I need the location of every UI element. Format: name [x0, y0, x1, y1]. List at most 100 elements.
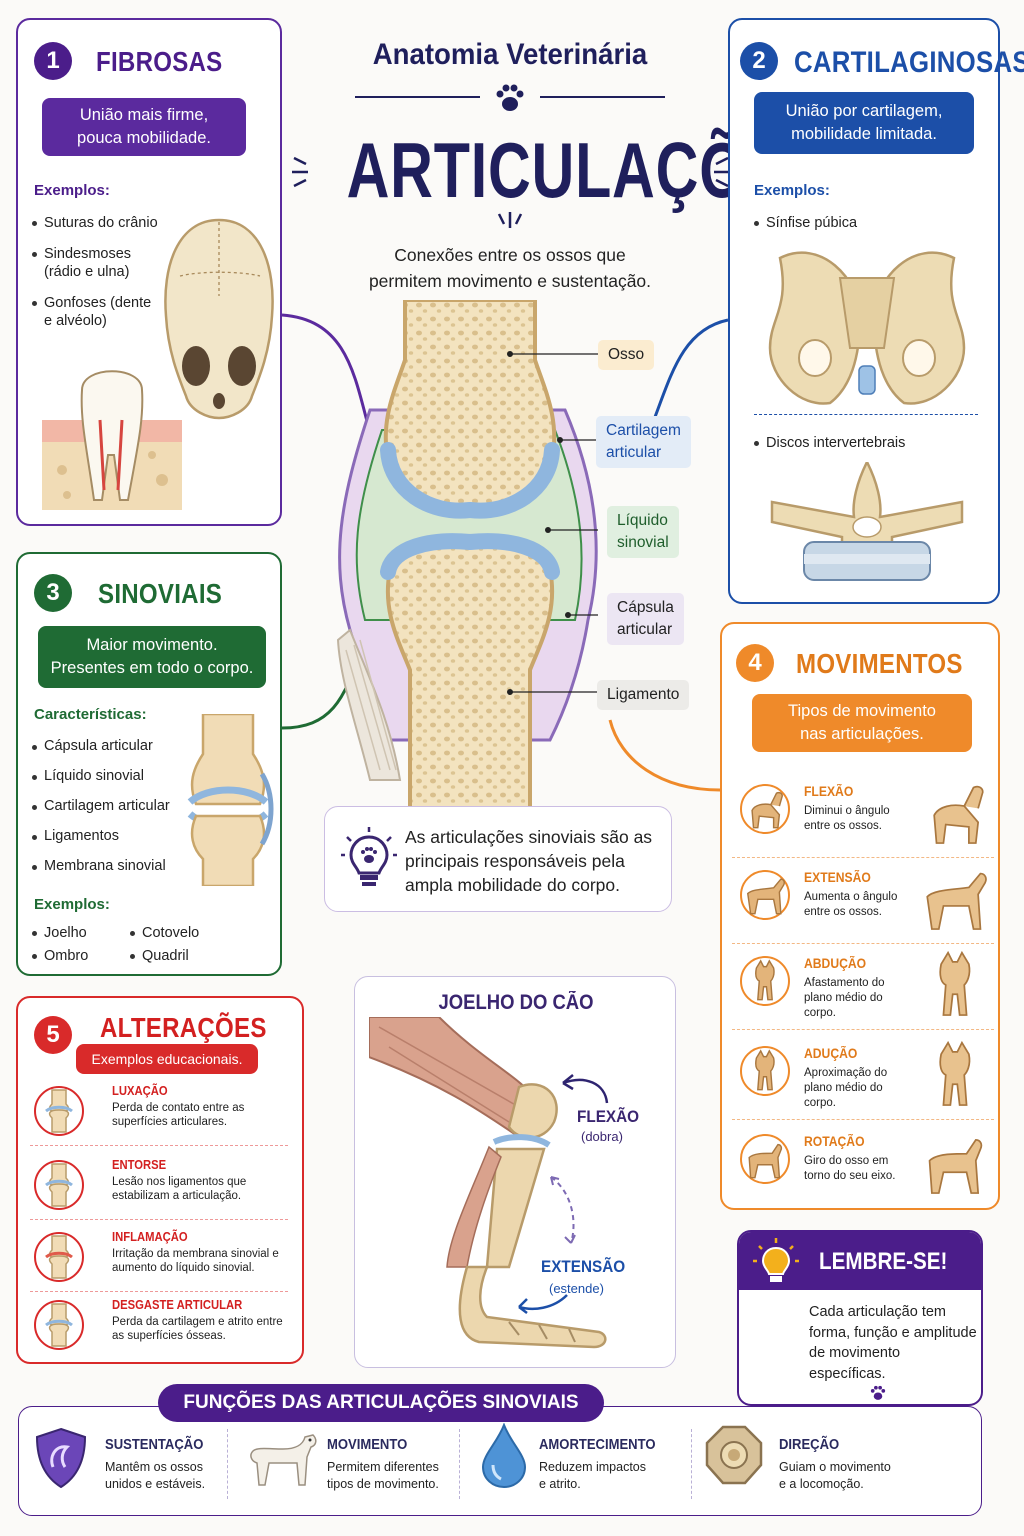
info-line-3: ampla mobilidade do corpo. [405, 875, 620, 895]
section-title-fibrosas: FIBROSAS [96, 46, 223, 77]
movement-dog-icon [740, 870, 790, 920]
list-item: Suturas do crânio [32, 214, 162, 232]
alteration-desc: Lesão nos ligamentos que estabilizam a a… [112, 1176, 247, 1202]
function-desc-2: unidos e estáveis. [105, 1477, 206, 1491]
cartilaginosas-divider [754, 414, 978, 415]
joint-hexagon-icon [705, 1425, 763, 1485]
section-number-2: 2 [740, 42, 778, 80]
header: Anatomia Veterinária ARTICULAÇÕES Conexõ… [292, 30, 827, 300]
dog-knee-title: JOELHO DO CÃO [438, 991, 594, 1014]
fibrosas-description: União mais firme, pouca mobilidade. [42, 98, 246, 156]
movement-dog-icon [740, 784, 790, 834]
movement-title: FLEXÃO [804, 784, 854, 799]
extension-arrow-icon [518, 1294, 568, 1314]
list-item: Sínfise púbica [754, 214, 954, 232]
function-desc-1: Reduzem impactos [539, 1460, 646, 1474]
label-fluid-line1: Líquido [617, 512, 668, 529]
movement-desc: Aproximação do plano médio do corpo. [804, 1067, 888, 1109]
list-item: Joelho [32, 924, 122, 942]
label-cartilage-line1: Cartilagem [606, 422, 681, 439]
info-line-2: principais responsáveis pela [405, 851, 625, 871]
sinoviais-examples-col2: Cotovelo Quadril [130, 924, 230, 978]
alteracoes-subtitle: Exemplos educacionais. [76, 1044, 258, 1074]
function-desc-2: tipos de movimento. [327, 1477, 439, 1491]
movement-dog-icon [740, 956, 790, 1006]
section-number-4: 4 [736, 644, 774, 682]
sparkle-right-icon [714, 156, 730, 188]
movement-dog-illustration [939, 950, 971, 1016]
function-direcao: DIREÇÃO Guiam o movimento e a locomoção. [699, 1407, 959, 1517]
info-box: As articulações sinoviais são as princip… [324, 806, 672, 912]
list-item: Líquido sinovial [32, 768, 192, 785]
label-cartilage: Cartilagem articular [596, 416, 691, 468]
list-item: Cotovelo [130, 924, 230, 942]
cartilaginosas-list-2: Discos intervertebrais [754, 434, 974, 465]
paw-icon [496, 84, 524, 111]
skull-illustration [164, 218, 274, 420]
cartilaginosas-desc-line2: mobilidade limitada. [791, 125, 937, 143]
alteration-joint-icon [34, 1160, 84, 1210]
label-synovial-fluid: Líquido sinovial [607, 506, 679, 558]
alteration-item: ENTORSE Lesão nos ligamentos que estabili… [30, 1154, 288, 1220]
card-sinoviais: 3 SINOVIAIS Maior movimento. Presentes e… [16, 552, 282, 976]
paw-divider [355, 82, 665, 112]
list-item: Cápsula articular [32, 738, 192, 755]
movement-dog-illustration [939, 1040, 971, 1106]
page-description-2: permitem movimento e sustentação. [368, 271, 652, 291]
sinoviais-features-list: Cápsula articular Líquido sinovial Carti… [32, 738, 192, 888]
movement-item: ABDUÇÃO Afastamento do plano médio do cor… [732, 944, 994, 1030]
alteration-joint-icon [34, 1086, 84, 1136]
fibrosas-desc-line1: União mais firme, [79, 106, 209, 124]
function-title: MOVIMENTO [327, 1437, 408, 1453]
synovial-joint-illustration [336, 300, 598, 810]
function-divider [459, 1429, 460, 1499]
function-title: SUSTENTAÇÃO [105, 1437, 204, 1453]
dog-icon [250, 1434, 317, 1486]
movement-dog-illustration [933, 785, 984, 844]
page-title: ARTICULAÇÕES [346, 126, 827, 214]
label-pointers [507, 351, 598, 695]
cartilaginosas-desc-line1: União por cartilagem, [785, 102, 943, 120]
function-desc-1: Permitem diferentes [327, 1460, 439, 1474]
label-fluid-line2: sinovial [617, 534, 669, 551]
cartilaginosas-examples-label: Exemplos: [754, 182, 830, 199]
cartilaginosas-description: União por cartilagem, mobilidade limitad… [754, 92, 974, 154]
label-ligament: Ligamento [597, 680, 690, 710]
card-alteracoes: 5 ALTERAÇÕES Exemplos educacionais. LUXA… [16, 996, 304, 1364]
movement-dog-illustration [928, 1139, 983, 1194]
alteration-joint-icon [34, 1232, 84, 1282]
function-divider [691, 1429, 692, 1499]
flexion-arrow-icon [562, 1074, 609, 1104]
function-desc-1: Mantêm os ossos [105, 1460, 203, 1474]
alteration-title: ENTORSE [112, 1158, 167, 1172]
section-title-alteracoes: ALTERAÇÕES [100, 1012, 267, 1043]
paw-icon [870, 1385, 886, 1400]
flexion-sublabel: (dobra) [581, 1129, 623, 1144]
function-sustentacao: SUSTENTAÇÃO Mantêm os ossos unidos e est… [29, 1407, 229, 1517]
section-title-movimentos: MOVIMENTOS [796, 648, 963, 679]
movimentos-description: Tipos de movimento nas articulações. [752, 694, 972, 752]
movement-title: ABDUÇÃO [804, 956, 867, 971]
function-desc-1: Guiam o movimento [779, 1460, 891, 1474]
small-joint-illustration [187, 714, 274, 886]
sparkle-bottom-icon [497, 212, 523, 228]
movement-item: ADUÇÃO Aproximação do plano médio do corp… [732, 1034, 994, 1120]
card-lembre: LEMBRE-SE! Cada articulação tem forma, f… [737, 1230, 983, 1406]
page-description-1: Conexões entre os ossos que [394, 245, 626, 265]
function-title: AMORTECIMENTO [539, 1437, 656, 1453]
function-movimento: MOVIMENTO Permitem diferentes tipos de m… [239, 1407, 459, 1517]
label-capsule-line1: Cápsula [617, 599, 674, 616]
section-number-3: 3 [34, 574, 72, 612]
section-number-5: 5 [34, 1016, 72, 1054]
movement-desc: Afastamento do plano médio do corpo. [804, 977, 885, 1019]
label-bone: Osso [598, 340, 655, 370]
label-capsule: Cápsula articular [607, 593, 684, 645]
water-drop-icon [481, 1423, 527, 1489]
extension-sublabel: (estende) [549, 1281, 604, 1296]
sinoviais-features-label: Características: [34, 706, 147, 723]
function-desc-2: e a locomoção. [779, 1477, 864, 1491]
movement-title: ADUÇÃO [804, 1046, 858, 1061]
